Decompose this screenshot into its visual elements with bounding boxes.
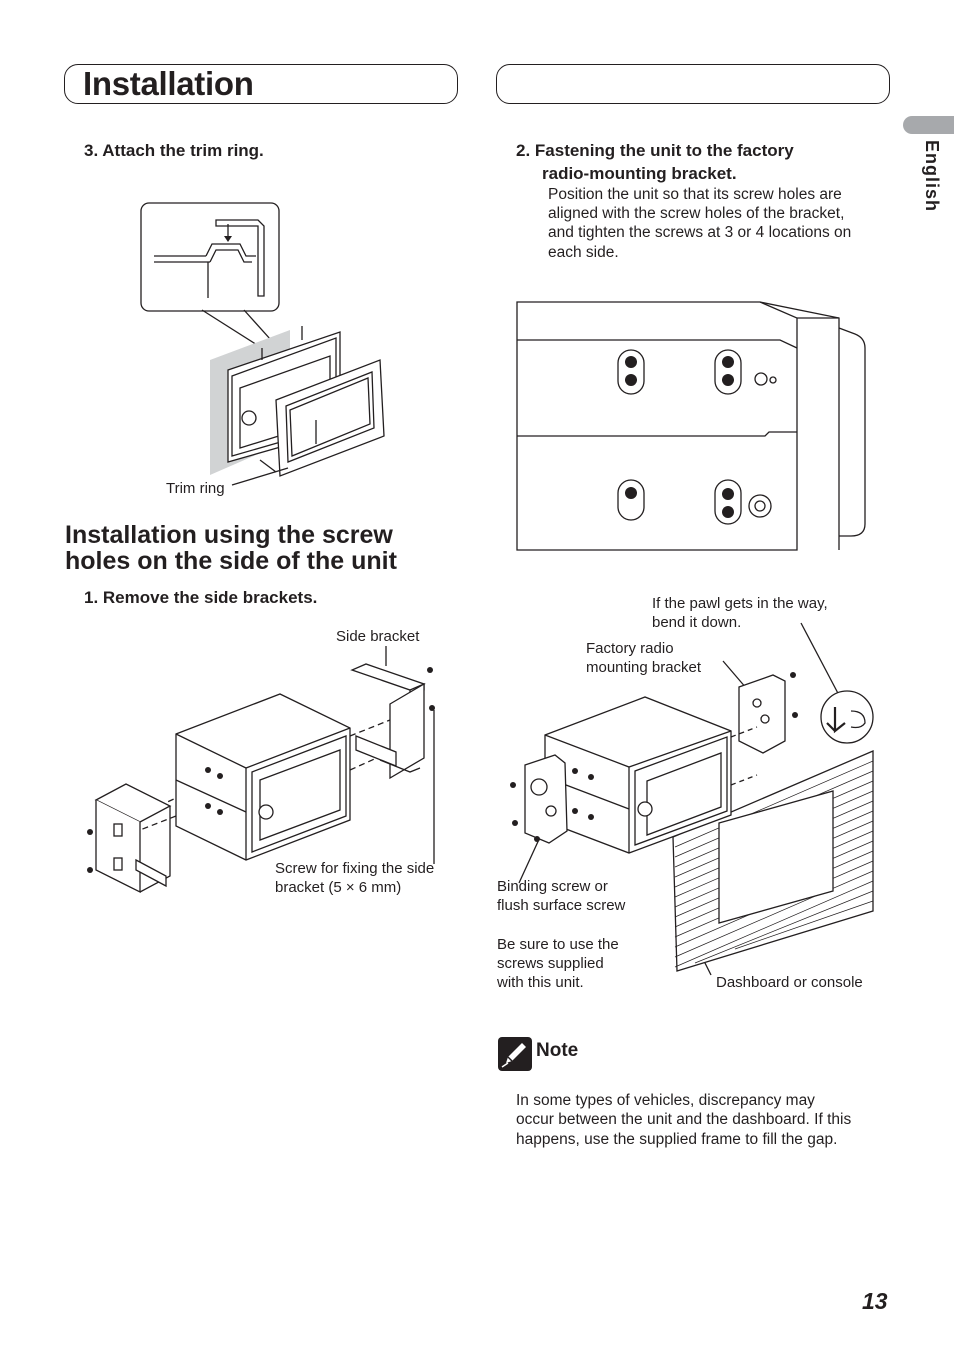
note-title: Note [536,1040,579,1061]
section-title-box: Installation [64,64,458,104]
header-right-box [496,64,890,104]
step-2-body-line1: Position the unit so that its screw hole… [548,186,842,203]
note-icon [498,1037,532,1071]
step-1-heading: 1. Remove the side brackets. [84,588,318,607]
step-2-body-line4: each side. [548,244,619,261]
factory-bracket-illustration [510,622,874,976]
step-2-heading-line1: 2. Fastening the unit to the factory [516,141,794,160]
note-line1: In some types of vehicles, discrepancy m… [516,1092,815,1109]
factory-bracket-label-line2: mounting bracket [586,659,702,676]
language-label-wrap: English [900,140,942,220]
trim-ring-label: Trim ring [166,480,225,497]
note-line3: happens, use the supplied frame to fill … [516,1131,838,1148]
side-bracket-label: Side bracket [336,628,420,645]
step-2-heading-line2: radio-mounting bracket. [542,164,737,183]
language-label: English [922,140,942,213]
unit-side-view-illustration [516,301,866,551]
dashboard-label: Dashboard or console [716,974,863,991]
page-number: 13 [862,1288,888,1314]
binding-screw-label-line2: flush surface screw [497,897,626,914]
binding-screw-label-line1: Binding screw or [497,878,608,895]
step-2-body-line3: and tighten the screws at 3 or 4 locatio… [548,224,852,241]
factory-bracket-label-line1: Factory radio [586,640,674,657]
supplied-screws-line1: Be sure to use the [497,936,619,953]
step-2-body-line2: aligned with the screw holes of the brac… [548,205,845,222]
step-3-heading: 3. Attach the trim ring. [84,141,264,160]
section-title: Installation [83,65,254,102]
screw-label-line2: bracket (5 × 6 mm) [275,879,402,896]
screw-label-line1: Screw for fixing the side [275,860,435,877]
language-tab [903,116,954,134]
pawl-label-line2: bend it down. [652,614,742,631]
section-heading-line2: holes on the side of the unit [65,547,397,575]
note-line2: occur between the unit and the dashboard… [516,1111,852,1128]
pawl-label-line1: If the pawl gets in the way, [652,595,828,612]
side-bracket-illustration [87,646,435,894]
supplied-screws-line2: screws supplied [497,955,604,972]
supplied-screws-line3: with this unit. [497,974,584,991]
trim-ring-illustration [140,202,385,486]
section-heading-line1: Installation using the screw [65,521,393,549]
